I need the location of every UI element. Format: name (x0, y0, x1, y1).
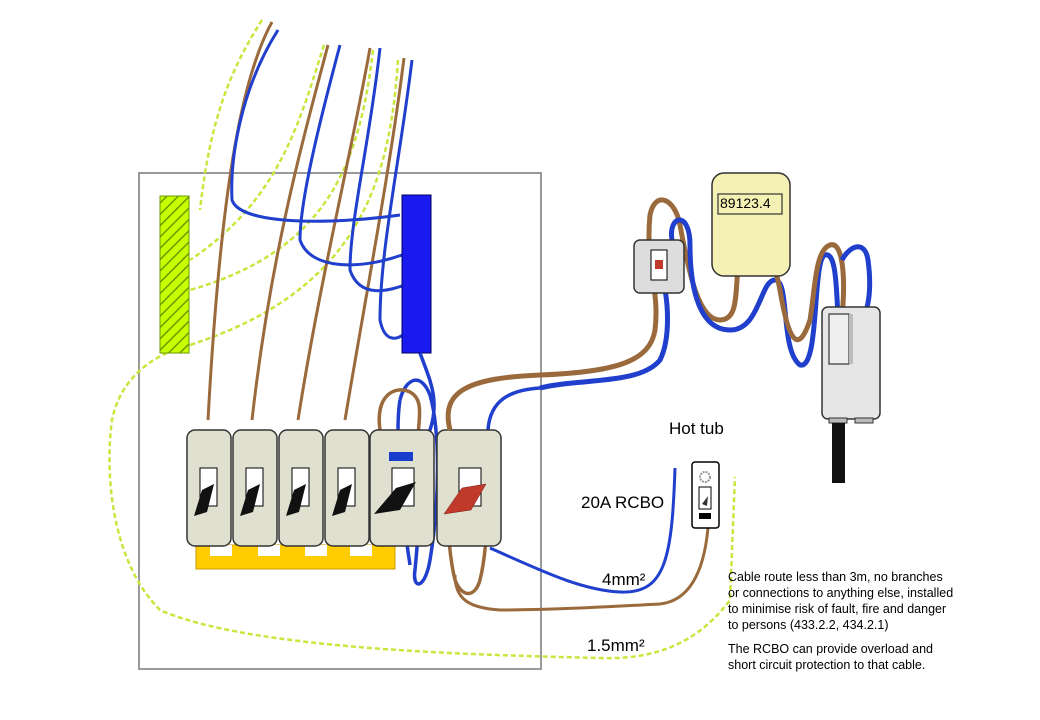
rcbo-live-out (453, 527, 710, 612)
consumer-unit-enclosure (138, 172, 542, 670)
note-line: short circuit protection to that cable. (728, 658, 926, 672)
main-isolator (633, 239, 685, 294)
rcbo-protection-note: The RCBO can provide overload and short … (728, 641, 1028, 673)
electricity-meter (711, 172, 791, 277)
note-line: to persons (433.2.2, 434.2.1) (728, 618, 889, 632)
service-cutout (821, 306, 881, 483)
meter-display (717, 193, 783, 215)
hot-tub-isolator (691, 461, 720, 529)
cable-route-note: Cable route less than 3m, no branches or… (728, 569, 1028, 633)
rcbo-neutral-out (489, 467, 677, 594)
rcd-test-indicator (389, 452, 413, 461)
note-line: Cable route less than 3m, no branches (728, 570, 943, 584)
note-line: to minimise risk of fault, fire and dang… (728, 602, 947, 616)
note-line: The RCBO can provide overload and (728, 642, 933, 656)
cable-size-4mm-label: 4mm² (602, 570, 646, 589)
meter-reading: 89123.4 (720, 195, 771, 211)
earth-terminal-bar (159, 195, 190, 354)
incoming-neutral-wires (230, 29, 414, 340)
neutral-terminal-bar (401, 194, 432, 354)
breakers (186, 429, 502, 547)
rcbo-label: 20A RCBO (581, 493, 665, 512)
hot-tub-label: Hot tub (669, 419, 724, 438)
cable-size-1-5mm-label: 1.5mm² (587, 636, 645, 655)
note-line: or connections to anything else, install… (728, 586, 954, 600)
